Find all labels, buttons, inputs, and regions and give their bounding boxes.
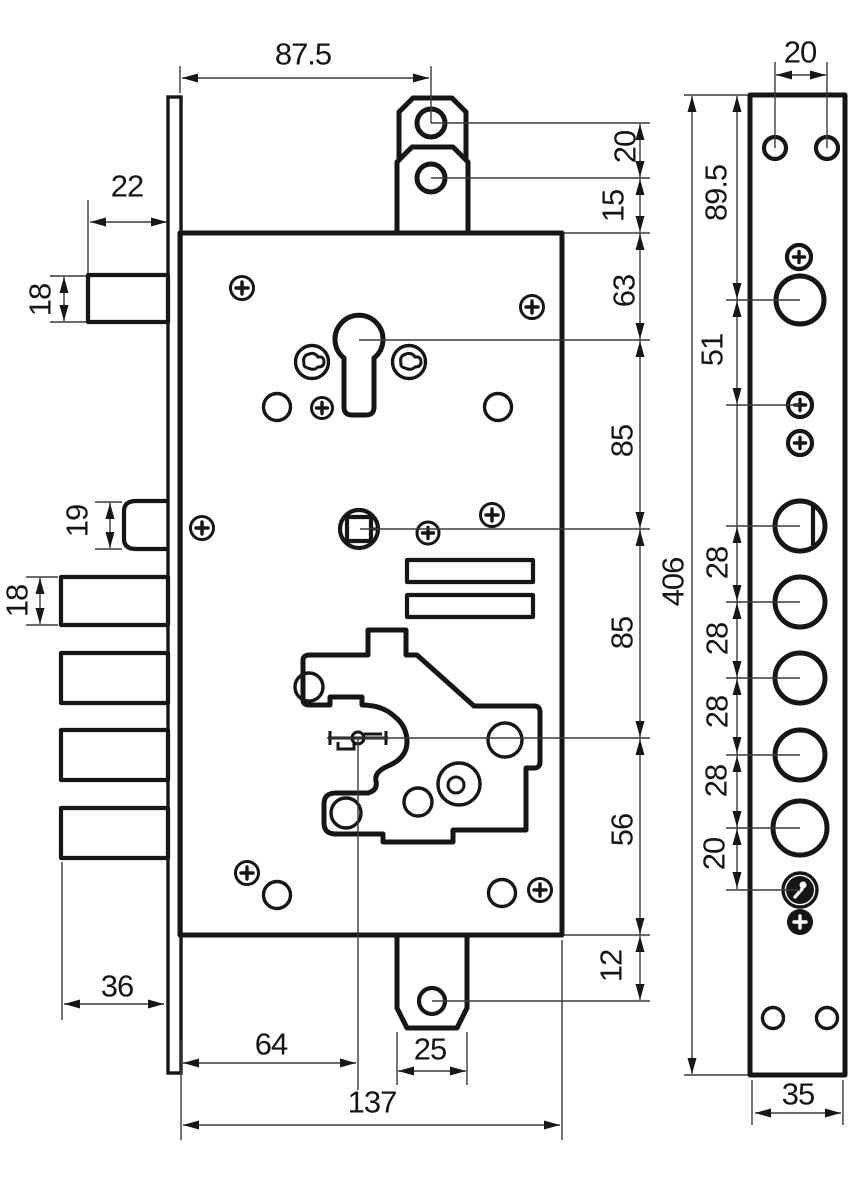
- mech-hole: [329, 796, 363, 830]
- hole: [261, 391, 293, 423]
- dim-label-28a: 28: [699, 546, 735, 580]
- screw-hole-bottom-left: [760, 1005, 786, 1031]
- faceplate-screw: [784, 242, 814, 272]
- mech-gear-inner: [446, 775, 466, 795]
- dim-label-20-fp-top: 20: [783, 34, 817, 70]
- slide-bar-1: [404, 557, 536, 585]
- dimension-lines: [26, 62, 844, 1140]
- faceplate-screw-bottom: [787, 909, 813, 935]
- screw-hole-bottom-right: [814, 1005, 840, 1031]
- dim-label-36: 36: [100, 968, 134, 1004]
- dim-label-25: 25: [413, 1031, 447, 1067]
- screws-main: [189, 275, 553, 903]
- dim-label-63: 63: [606, 274, 642, 308]
- hole: [482, 391, 514, 423]
- top-latch: [85, 272, 171, 325]
- dim-label-87-5: 87.5: [274, 36, 332, 72]
- dim-label-89-5: 89.5: [698, 164, 734, 222]
- mech-hole: [486, 721, 524, 759]
- dim-label-137: 137: [347, 1084, 398, 1120]
- dim-label-15: 15: [595, 189, 631, 223]
- dimension-arrows: [35, 70, 841, 1130]
- dim-label-51: 51: [694, 333, 730, 367]
- rosette-left: [293, 343, 331, 381]
- deadbolt-4: [58, 805, 171, 861]
- hole: [261, 879, 293, 911]
- dim-label-22: 22: [110, 168, 144, 204]
- deadbolt-2: [58, 650, 171, 706]
- gearbox-mechanism: [293, 627, 543, 845]
- dim-label-85a: 85: [604, 424, 640, 458]
- dim-label-56: 56: [604, 813, 640, 847]
- dim-label-28d: 28: [698, 764, 734, 798]
- mech-hole: [402, 786, 434, 818]
- aux-latch: [121, 498, 168, 552]
- latch-and-bolts: [58, 272, 171, 861]
- mech-pivot: [293, 671, 325, 703]
- dim-label-85b: 85: [604, 616, 640, 650]
- dim-label-64: 64: [254, 1026, 288, 1062]
- dim-label-406: 406: [655, 557, 691, 607]
- dim-label-18-bolt: 18: [0, 584, 35, 618]
- rosette-right: [390, 343, 428, 381]
- deadbolt-1: [58, 574, 171, 628]
- dim-label-28c: 28: [699, 695, 735, 729]
- top-mounting-tab: [394, 95, 471, 236]
- dim-label-20-fp-low: 20: [696, 837, 732, 871]
- slide-bar-2: [404, 592, 536, 620]
- faceplate-view: [747, 92, 848, 1078]
- dim-label-19: 19: [59, 504, 95, 538]
- dim-label-18-top: 18: [22, 283, 58, 317]
- lock-body-outline: [177, 230, 565, 938]
- dim-label-28b: 28: [699, 622, 735, 656]
- deadbolt-3: [58, 727, 171, 783]
- faceplate-screw: [785, 428, 815, 458]
- bottom-mounting-tab: [394, 932, 470, 1031]
- faceplate-outline: [747, 92, 848, 1078]
- dim-label-35: 35: [781, 1076, 815, 1112]
- main-view: [58, 95, 565, 1075]
- dim-label-12: 12: [593, 949, 629, 983]
- dim-label-20-tab: 20: [607, 130, 643, 164]
- euro-cylinder-hole: [332, 312, 386, 418]
- hole: [486, 877, 518, 909]
- mech-gear-outer: [436, 761, 482, 807]
